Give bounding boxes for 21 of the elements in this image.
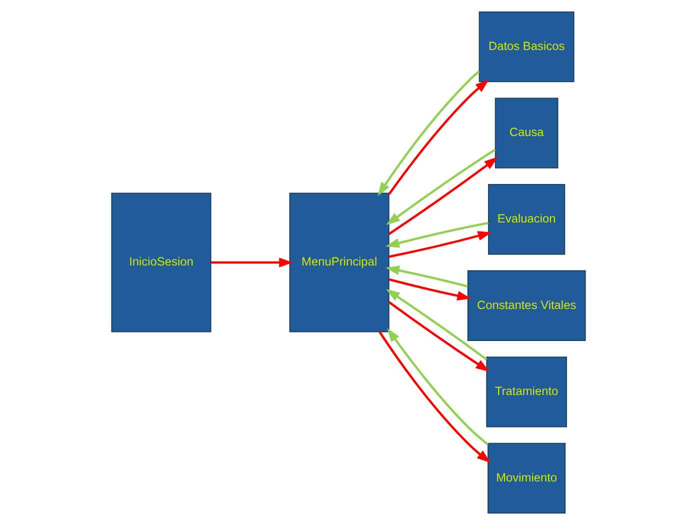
- node-box: Evaluacion: [488, 184, 565, 255]
- node-box: Tratamiento: [486, 356, 566, 428]
- arrow: [386, 328, 488, 446]
- arrow: [388, 80, 489, 195]
- node-box: Constantes Vitales: [466, 270, 586, 341]
- arrow: [388, 301, 489, 372]
- arrow: [378, 331, 490, 463]
- arrow: [385, 222, 488, 248]
- node-box: InicioSesion: [110, 192, 211, 332]
- node-box: Datos Basicos: [478, 11, 574, 82]
- arrow: [388, 156, 498, 235]
- arrow: [385, 266, 468, 288]
- node-box: Causa: [494, 98, 558, 168]
- arrow: [377, 70, 480, 196]
- arrow: [386, 148, 496, 225]
- arrow: [388, 278, 471, 301]
- node-box: MenuPrincipal: [288, 192, 389, 332]
- arrow: [386, 289, 487, 360]
- arrow: [388, 231, 492, 258]
- arrow: [210, 258, 292, 268]
- node-box: Movimiento: [487, 442, 566, 514]
